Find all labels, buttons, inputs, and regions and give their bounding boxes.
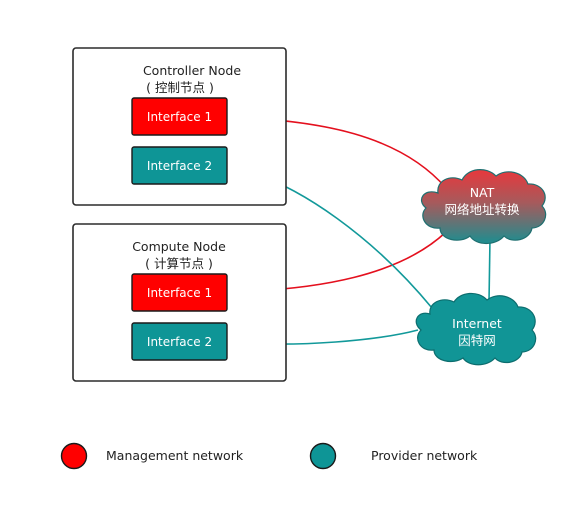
controller-node-subtitle: ( 控制节点 ) (146, 80, 214, 95)
controller-interface-1-label: Interface 1 (147, 110, 212, 124)
cloud-icon[interactable] (421, 169, 547, 245)
compute-interface-2-box[interactable] (131, 322, 228, 361)
internet-cloud[interactable]: Internet 因特网 (415, 292, 537, 366)
controller-interface-1[interactable]: Interface 1 (131, 97, 228, 136)
compute-interface-2[interactable]: Interface 2 (131, 322, 228, 361)
compute-node-title: Compute Node (132, 239, 226, 254)
compute-node-subtitle: ( 计算节点 ) (145, 256, 213, 271)
nat-sublabel: 网络地址转换 (444, 202, 520, 217)
compute-interface-1-label: Interface 1 (147, 286, 212, 300)
legend-management-swatch (60, 442, 88, 470)
internet-sublabel: 因特网 (458, 333, 496, 348)
controller-interface-2-label: Interface 2 (147, 159, 212, 173)
legend: Management network Provider network (60, 442, 478, 470)
compute-interface-2-label: Interface 2 (147, 335, 212, 349)
nat-cloud[interactable]: NAT 网络地址转换 (421, 169, 547, 245)
controller-interface-2[interactable]: Interface 2 (131, 146, 228, 185)
controller-interface-2-box[interactable] (131, 146, 228, 185)
compute-node: Compute Node ( 计算节点 ) Interface 1 Interf… (72, 223, 287, 382)
compute-interface-1[interactable]: Interface 1 (131, 273, 228, 312)
legend-provider-label: Provider network (371, 448, 478, 463)
compute-interface-1-box[interactable] (131, 273, 228, 312)
nat-label: NAT (470, 185, 495, 200)
legend-management-label: Management network (106, 448, 244, 463)
legend-item-provider: Provider network (309, 442, 478, 470)
legend-item-management: Management network (60, 442, 244, 470)
cloud-icon[interactable] (415, 292, 537, 366)
internet-label: Internet (452, 316, 502, 331)
controller-node: Controller Node ( 控制节点 ) Interface 1 Int… (72, 47, 287, 206)
controller-node-title: Controller Node (143, 63, 241, 78)
controller-interface-1-box[interactable] (131, 97, 228, 136)
link-nat-to-internet (488, 237, 491, 303)
legend-provider-swatch (309, 442, 337, 470)
